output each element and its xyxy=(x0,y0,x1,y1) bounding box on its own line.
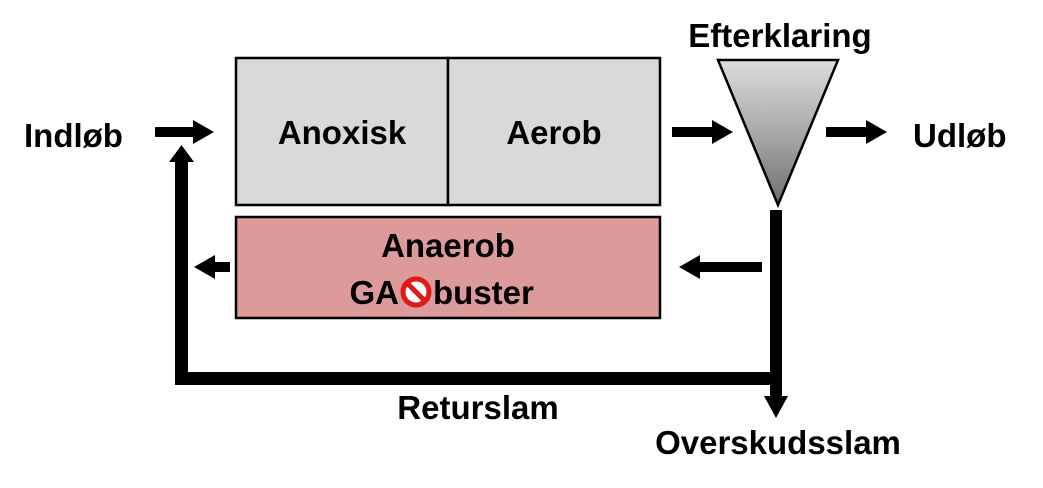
sludge-to-anaerobic-arrow xyxy=(679,255,762,279)
outlet-label: Udløb xyxy=(913,117,1006,154)
tank-to-clarifier-arrow xyxy=(672,120,733,144)
excess-sludge-label: Overskudsslam xyxy=(655,424,901,461)
excess-sludge-arrowhead xyxy=(764,396,788,418)
return-sludge-arrowhead xyxy=(169,145,194,162)
prohibition-icon xyxy=(400,276,432,308)
gao-suffix-label: buster xyxy=(433,274,534,311)
return-sludge-riser xyxy=(175,160,188,385)
inlet-arrow xyxy=(155,120,214,144)
return-sludge-bottom-pipe xyxy=(175,372,782,385)
anaerobic-zone xyxy=(234,215,662,320)
anaerobic-out-arrow xyxy=(194,255,230,279)
anoxic-label: Anoxisk xyxy=(278,114,407,151)
aerobic-label: Aerob xyxy=(506,114,601,151)
return-sludge-label: Returslam xyxy=(397,389,558,426)
anoxic-zone xyxy=(234,56,450,207)
clarifier-cone xyxy=(716,58,840,209)
anaerobic-label: Anaerob xyxy=(381,227,515,264)
sludge-vertical-pipe xyxy=(770,210,782,398)
gao-prefix-label: GA xyxy=(350,274,400,311)
inlet-label: Indløb xyxy=(24,117,123,154)
clarifier-label: Efterklaring xyxy=(688,17,871,54)
aerobic-zone xyxy=(446,56,662,207)
outlet-arrow xyxy=(826,120,887,144)
